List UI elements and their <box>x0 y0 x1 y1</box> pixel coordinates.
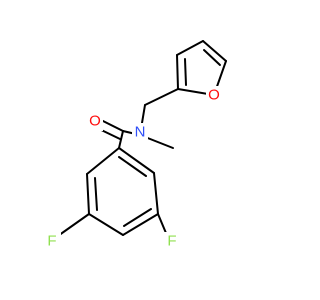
bond-furan-c3-c4 <box>176 40 204 56</box>
oxygen-carbonyl-label: O <box>89 113 101 130</box>
bond-c4-c5-inner <box>123 208 152 227</box>
bond-furan-c2-c3-inner <box>184 58 187 86</box>
atom-labels: O N O F F <box>45 86 222 250</box>
bond-c6-c1-inner <box>118 156 147 177</box>
bond-ch2-furan <box>144 88 179 106</box>
oxygen-furan-label: O <box>208 87 220 104</box>
nitrogen-background <box>132 123 148 141</box>
bond-c5-c6 <box>153 172 159 215</box>
fluorine-right-background <box>164 232 180 250</box>
fluorine-left-background <box>45 232 61 250</box>
bond-furan-c4-c5 <box>202 40 227 62</box>
nitrogen-label: N <box>135 124 146 141</box>
bond-c3-c4 <box>88 213 124 236</box>
fluorine-right-label: F <box>167 233 176 250</box>
bond-c1-c2 <box>86 147 120 175</box>
molecule-structure-diagram: O N O F F <box>45 40 227 250</box>
bond-c4-c5 <box>122 213 159 236</box>
bonds <box>54 40 227 246</box>
bond-furan-c4-c5-inner <box>203 49 221 66</box>
bond-furan-c2-c3 <box>176 54 179 90</box>
oxygen-furan-background <box>206 86 222 104</box>
oxygen-carbonyl-background <box>88 113 103 131</box>
fluorine-left-label: F <box>47 233 56 250</box>
bond-c2-c3-inner <box>94 177 98 211</box>
bond-c1-carbonyl <box>118 130 124 149</box>
bond-c2-c3 <box>86 173 90 215</box>
bond-c6-c1 <box>118 147 155 174</box>
